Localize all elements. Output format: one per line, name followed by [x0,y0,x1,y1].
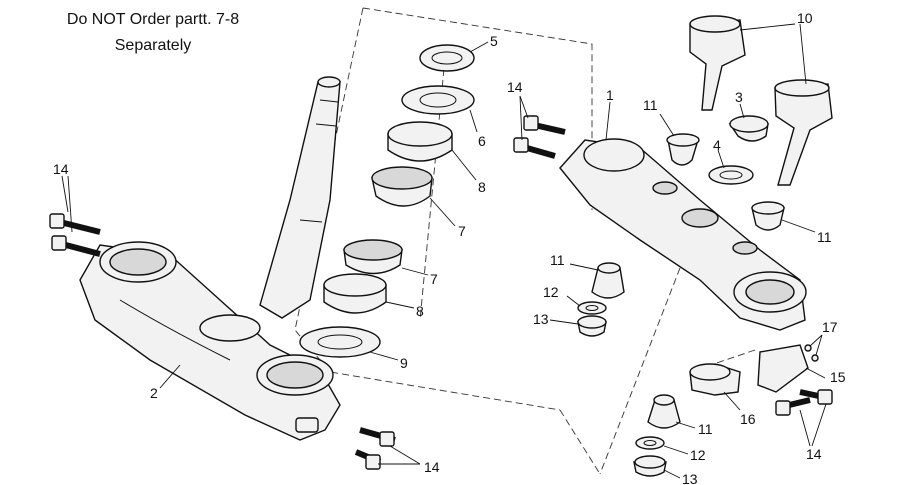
lock-washer-part-5 [419,44,475,72]
callout-11-left: 11 [550,252,565,268]
callout-1: 1 [606,87,614,103]
bracket-part-15 [757,344,809,393]
bolt-upper-yoke-2 [513,137,556,159]
washer-part-12-lower [635,436,665,450]
bolt-bracket-2 [799,389,833,405]
washer-part-4 [708,165,754,185]
screw-part-17-1 [804,344,812,352]
callout-4: 4 [713,137,721,153]
callout-12-upper: 12 [543,284,559,300]
callout-9: 9 [400,355,408,371]
callout-17: 17 [822,319,838,335]
washers-and-nuts [577,301,667,477]
callout-5: 5 [490,33,498,49]
callout-14-bracket: 14 [806,446,822,462]
leader-lines [61,23,827,479]
callout-10: 10 [797,10,813,26]
callout-2: 2 [150,385,158,401]
callout-8-upper: 8 [478,179,486,195]
callout-15: 15 [830,369,846,385]
callout-11-bottom: 11 [698,421,713,437]
callout-3: 3 [735,89,743,105]
ring-nut-part-6 [401,85,475,115]
callout-8-lower: 8 [416,303,424,319]
callout-13-upper: 13 [533,311,549,327]
bolt-upper-yoke-1 [523,115,566,135]
callout-7-upper: 7 [458,223,466,239]
callout-13-lower: 13 [682,471,698,485]
note-line-1: Do NOT Order partt. 7-8 [67,11,239,28]
upper-fork-yoke [559,138,807,331]
bolt-lower-yoke-left-1 [49,213,101,235]
bolt-bracket-1 [775,397,811,416]
nut-and-washer [708,115,769,185]
bolt-lower-yoke-right-2 [354,449,382,470]
callout-7-lower: 7 [430,271,438,287]
callout-11-top: 11 [643,97,658,113]
steering-stem [259,76,341,319]
callout-14-lower-yoke-right: 14 [424,459,440,475]
note-line-2: Separately [115,37,192,54]
lower-fork-yoke [79,241,341,441]
screw-part-17-2 [811,354,819,362]
bearing-stack [299,44,475,358]
dust-cover-part-9 [299,326,381,358]
bracket-clamp-group [689,344,819,396]
callout-16: 16 [740,411,756,427]
bolts-part-14 [49,115,833,470]
callout-14-lower-yoke: 14 [53,161,69,177]
rubber-bushings-part-11 [591,133,785,429]
bolt-lower-yoke-right-1 [359,427,396,447]
bolt-lower-yoke-left-2 [51,235,101,257]
handlebars-part-10 [689,15,833,186]
callout-6: 6 [478,133,486,149]
callout-11-right: 11 [817,229,832,245]
callout-14-upper-yoke: 14 [507,79,523,95]
washer-part-12-upper [577,301,607,315]
callout-12-lower: 12 [690,447,706,463]
